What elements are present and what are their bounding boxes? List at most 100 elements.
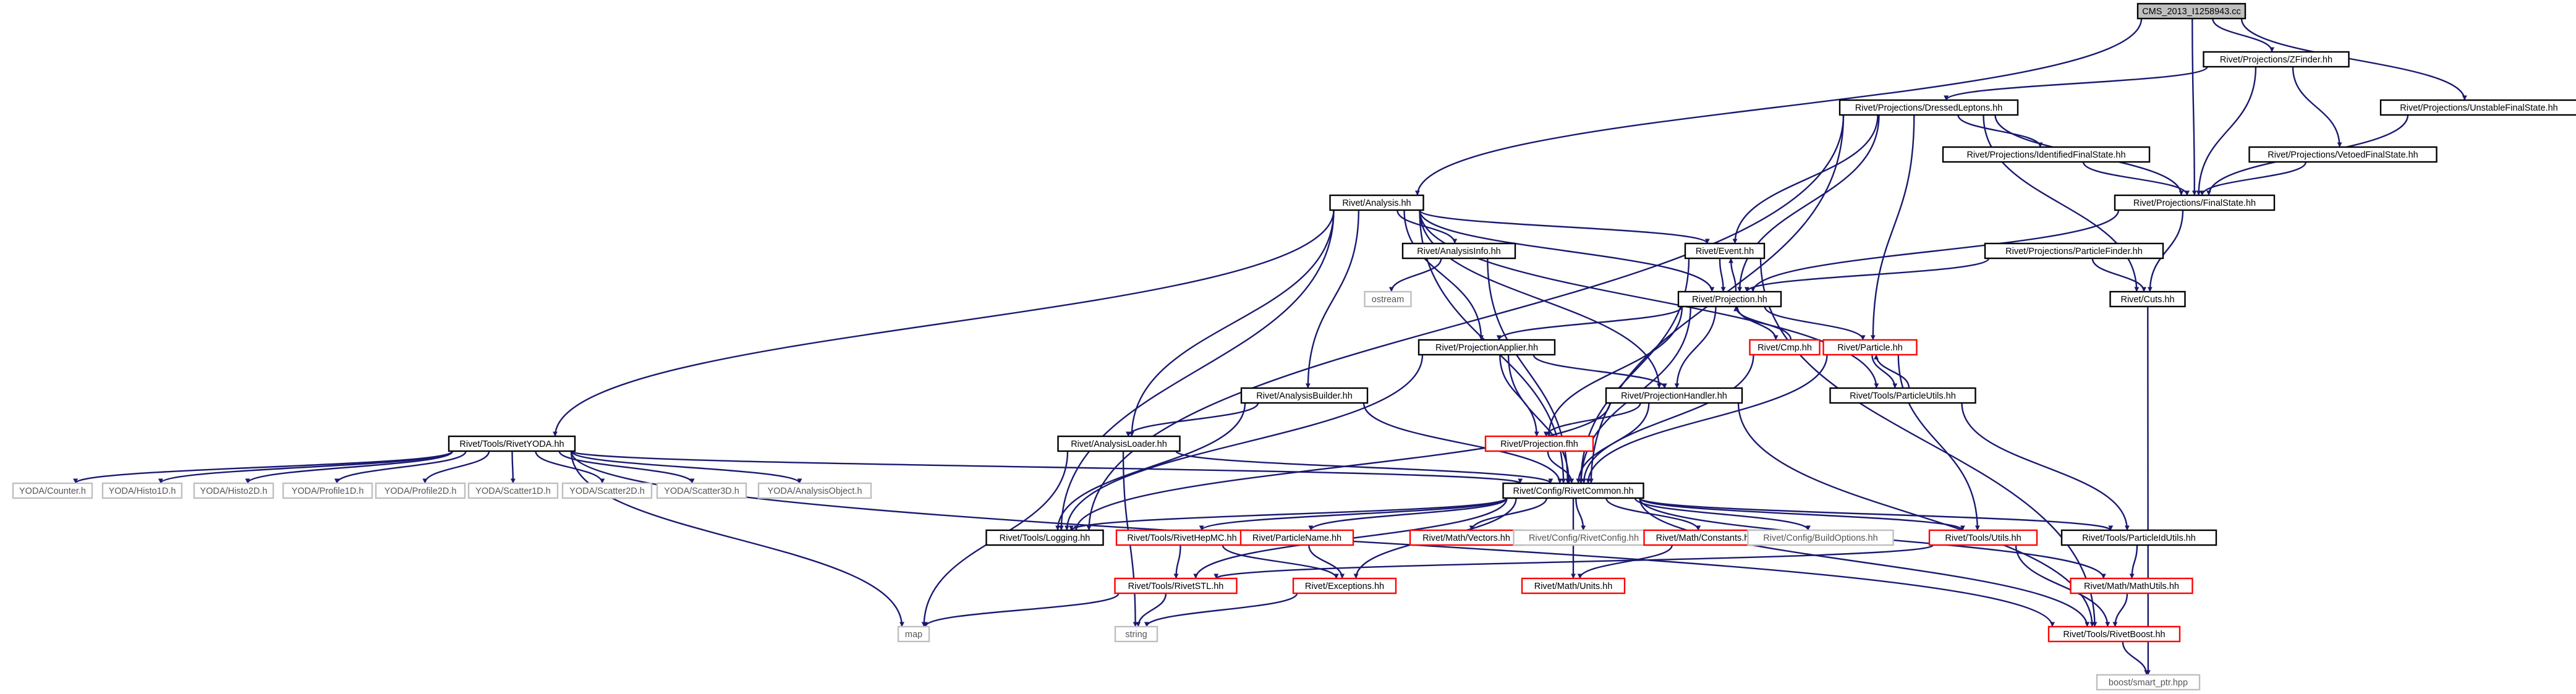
- edge-line: [1639, 497, 1965, 531]
- node-label: Rivet/Projections/UnstableFinalState.hh: [2400, 103, 2558, 113]
- node-box: [1747, 529, 1894, 546]
- node-rivetboost[interactable]: Rivet/Tools/RivetBoost.hh: [2047, 625, 2181, 643]
- node-label: YODA/Counter.h: [19, 486, 86, 496]
- edge-rivetyoda-to-yodas2: [535, 451, 605, 484]
- node-box: [757, 482, 872, 499]
- node-event[interactable]: Rivet/Event.hh: [1684, 242, 1766, 260]
- edge-line: [1129, 209, 1335, 437]
- node-pidutils[interactable]: Rivet/Tools/ParticleIdUtils.hh: [2060, 529, 2217, 546]
- node-exceptions[interactable]: Rivet/Exceptions.hh: [1292, 577, 1397, 595]
- node-label: Rivet/Tools/RivetSTL.hh: [1128, 582, 1224, 591]
- edge-common-to-constants: [1605, 497, 1701, 531]
- edge-projhandler-to-projfhh: [1543, 402, 1641, 437]
- node-dressed[interactable]: Rivet/Projections/DressedLeptons.hh: [1838, 99, 2019, 116]
- edge-constants-to-units: [1577, 544, 1673, 579]
- edge-projection-to-event: [1728, 258, 1737, 292]
- node-abuilder[interactable]: Rivet/AnalysisBuilder.hh: [1240, 387, 1369, 404]
- node-label: Rivet/Config/RivetConfig.hh: [1529, 533, 1639, 543]
- node-box: [1364, 290, 1412, 308]
- node-label: Rivet/Particle.hh: [1837, 343, 1903, 353]
- node-analysis[interactable]: Rivet/Analysis.hh: [1329, 194, 1424, 211]
- edge-particleutils-to-particle: [1874, 354, 1910, 389]
- edge-line: [73, 450, 454, 485]
- node-box: [467, 482, 559, 499]
- node-finalstate[interactable]: Rivet/Projections/FinalState.hh: [2114, 194, 2276, 211]
- node-utils[interactable]: Rivet/Tools/Utils.hh: [1928, 529, 2038, 546]
- node-projhandler[interactable]: Rivet/ProjectionHandler.hh: [1605, 387, 1743, 404]
- node-mathutils[interactable]: Rivet/Math/MathUtils.hh: [2070, 577, 2193, 595]
- edge-analysis-to-particleutils: [1419, 209, 1879, 389]
- edge-line: [1469, 497, 1547, 531]
- edge-rivetstl-to-string: [1136, 593, 1167, 627]
- node-units[interactable]: Rivet/Math/Units.hh: [1521, 577, 1626, 595]
- node-hepmc[interactable]: Rivet/Tools/RivetHepMC.hh: [1115, 529, 1249, 546]
- node-projapplier[interactable]: Rivet/ProjectionApplier.hh: [1418, 339, 1556, 356]
- edge-projapplier-to-projfhh: [1499, 354, 1539, 437]
- edge-projfhh-to-common: [1547, 451, 1575, 484]
- node-label: Rivet/Projections/IdentifiedFinalState.h…: [1966, 150, 2125, 160]
- node-common[interactable]: Rivet/Config/RivetCommon.hh: [1502, 482, 1644, 499]
- node-vectors[interactable]: Rivet/Math/Vectors.hh: [1409, 529, 1524, 546]
- node-particleutils[interactable]: Rivet/Tools/ParticleUtils.hh: [1829, 387, 1976, 404]
- node-box: [1114, 577, 1238, 595]
- node-label: Rivet/Tools/RivetYODA.hh: [459, 439, 564, 449]
- node-unstable[interactable]: Rivet/Projections/UnstableFinalState.hh: [2379, 99, 2576, 116]
- node-label: YODA/Profile2D.h: [385, 486, 457, 496]
- edge-line: [1308, 497, 1508, 531]
- edge-abuilder-to-logging: [1055, 402, 1246, 531]
- edge-line: [1586, 354, 1828, 484]
- node-rivetyoda[interactable]: Rivet/Tools/RivetYODA.hh: [448, 435, 576, 452]
- edge-root-to-unstable: [2240, 18, 2467, 101]
- node-rivetstl[interactable]: Rivet/Tools/RivetSTL.hh: [1114, 577, 1238, 595]
- node-constants[interactable]: Rivet/Math/Constants.hh: [1643, 529, 1767, 546]
- node-projection[interactable]: Rivet/Projection.hh: [1677, 290, 1782, 308]
- node-label: Rivet/Event.hh: [1696, 247, 1754, 256]
- node-analysisinfo[interactable]: Rivet/AnalysisInfo.hh: [1401, 242, 1516, 260]
- node-label: YODA/Histo2D.h: [200, 486, 268, 496]
- node-box: [656, 482, 747, 499]
- edge-finalstate-to-projection: [1750, 209, 2120, 292]
- node-yodas1: YODA/Scatter1D.h: [467, 482, 559, 499]
- node-cmp[interactable]: Rivet/Cmp.hh: [1749, 339, 1821, 356]
- edge-analysis-to-abuilder: [1305, 209, 1359, 389]
- node-logging[interactable]: Rivet/Tools/Logging.hh: [985, 529, 1104, 546]
- node-ostream: ostream: [1364, 290, 1412, 308]
- edge-line: [535, 451, 605, 484]
- edge-analysis-to-projection: [1419, 209, 1715, 292]
- node-zfinder[interactable]: Rivet/Projections/ZFinder.hh: [2203, 51, 2350, 68]
- node-box: [561, 482, 653, 499]
- node-vetoed[interactable]: Rivet/Projections/VetoedFinalState.hh: [2248, 146, 2438, 163]
- node-box: [985, 529, 1104, 546]
- node-box: [1942, 146, 2151, 163]
- node-pname[interactable]: Rivet/ParticleName.hh: [1239, 529, 1354, 546]
- node-projfhh[interactable]: Rivet/Projection.fhh: [1484, 435, 1594, 452]
- edge-vetoed-to-finalstate: [2200, 161, 2307, 196]
- node-box: [101, 482, 183, 499]
- edge-utils-to-rivetboost: [2015, 544, 2111, 627]
- edge-projhandler-to-common: [1576, 402, 1650, 484]
- edge-analysis-to-projapplier: [1403, 209, 1484, 341]
- node-pfinder[interactable]: Rivet/Projections/ParticleFinder.hh: [1984, 242, 2164, 260]
- edge-line: [1136, 593, 1167, 627]
- node-root[interactable]: CMS_2013_I1258943.cc: [2136, 2, 2247, 20]
- node-box: [1114, 625, 1158, 643]
- node-label: Rivet/Projections/ZFinder.hh: [2220, 55, 2332, 65]
- edge-line: [1058, 209, 1335, 531]
- edge-zfinder-to-vetoed: [2292, 66, 2342, 148]
- node-aloader[interactable]: Rivet/AnalysisLoader.hh: [1057, 435, 1181, 452]
- node-label: Rivet/Math/MathUtils.hh: [2084, 582, 2179, 591]
- node-box: [1822, 339, 1918, 356]
- node-particle[interactable]: Rivet/Particle.hh: [1822, 339, 1918, 356]
- edge-rivetyoda-to-yodaao: [570, 451, 802, 484]
- node-label: Rivet/Math/Vectors.hh: [1422, 533, 1510, 543]
- edge-line: [2191, 18, 2197, 196]
- node-box: [448, 435, 576, 452]
- node-identified[interactable]: Rivet/Projections/IdentifiedFinalState.h…: [1942, 146, 2151, 163]
- edge-line: [2129, 544, 2138, 579]
- edge-hepmc-to-exceptions: [1222, 544, 1339, 579]
- edge-line: [510, 451, 516, 484]
- node-cuts[interactable]: Rivet/Cuts.hh: [2109, 290, 2186, 308]
- node-label: Rivet/Math/Constants.hh: [1656, 533, 1754, 543]
- node-box: [1502, 482, 1644, 499]
- edge-identified-to-finalstate: [2082, 161, 2190, 196]
